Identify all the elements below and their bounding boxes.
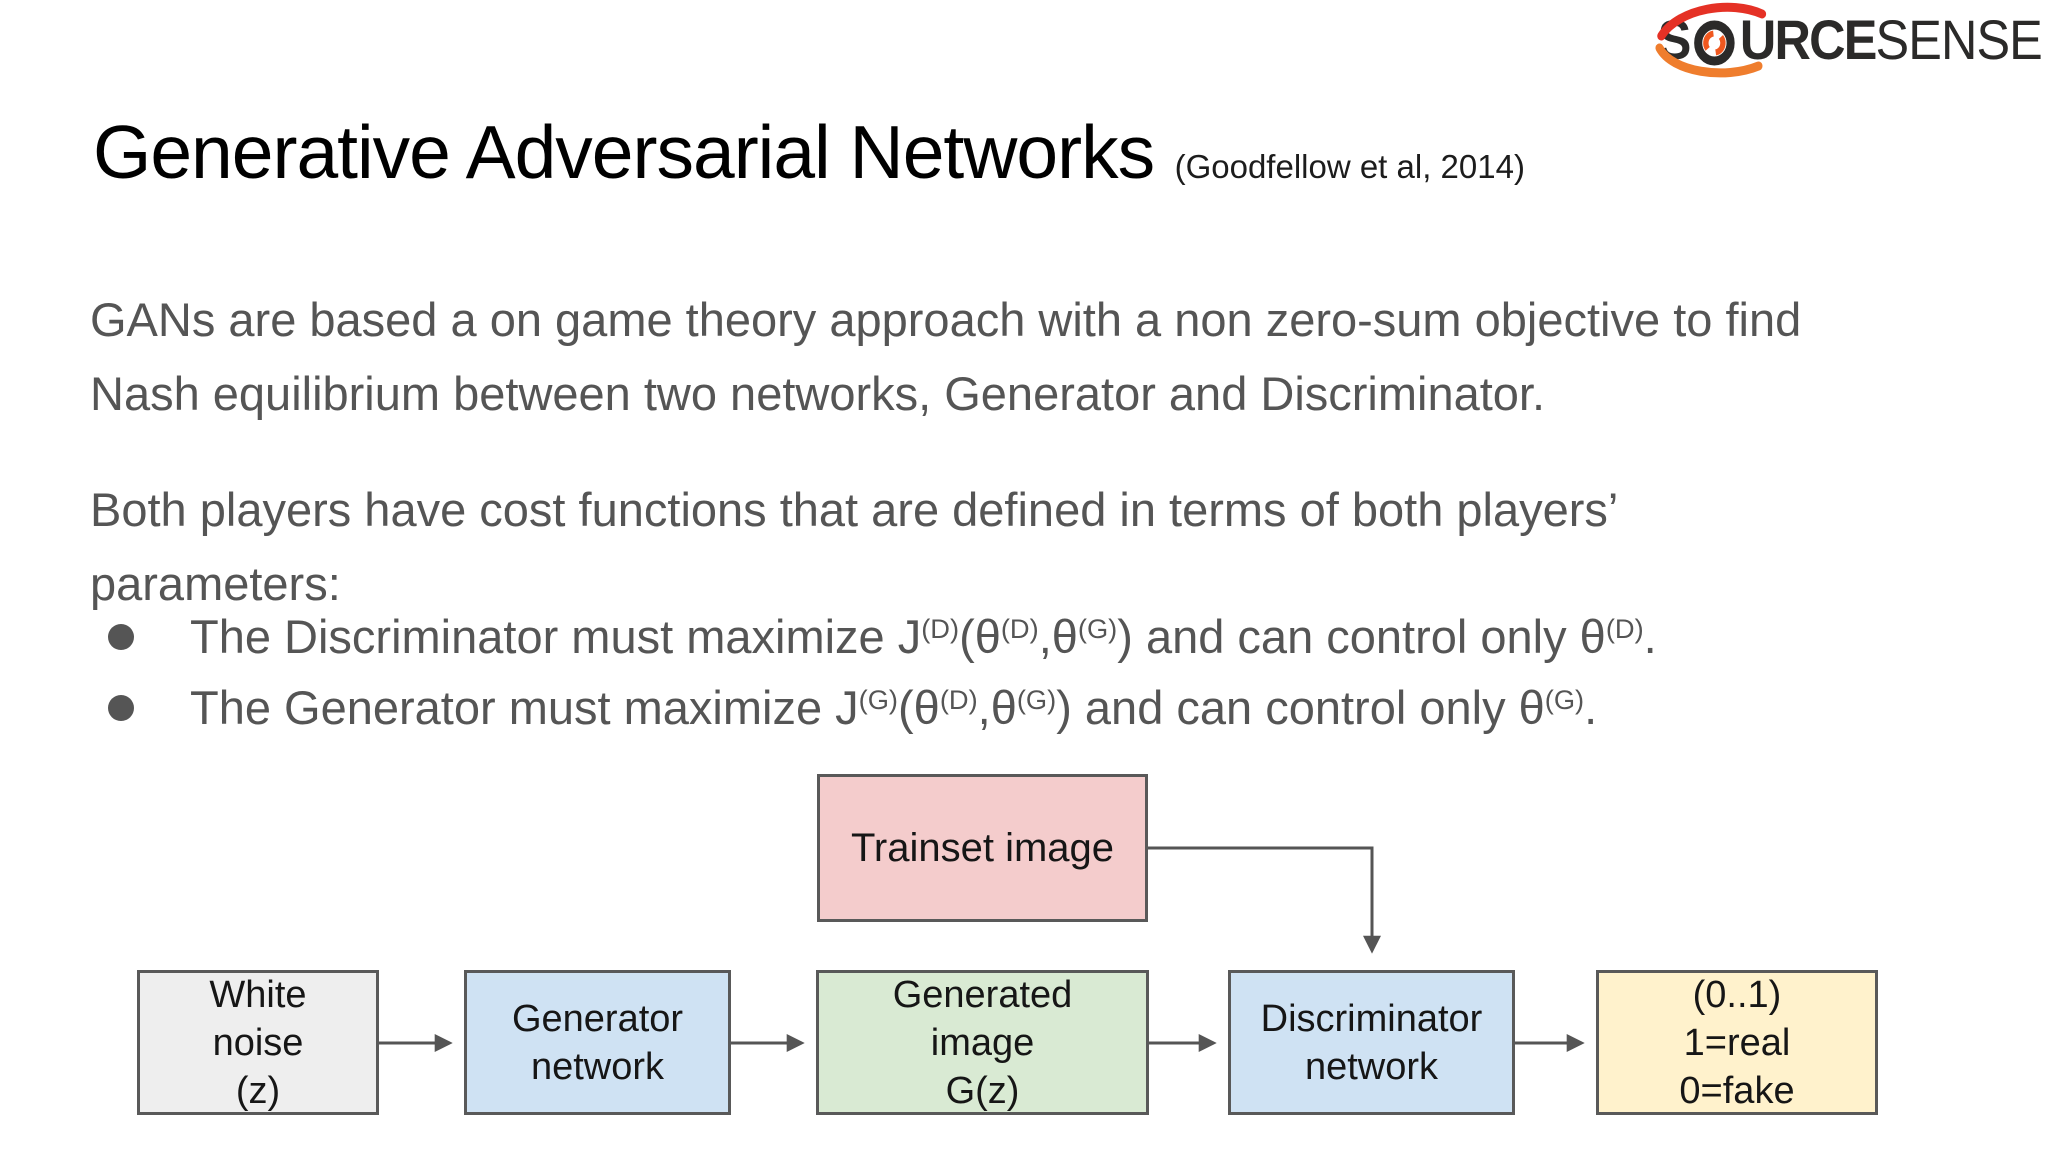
trainset-image-box: Trainset image xyxy=(817,774,1148,922)
title-row: Generative Adversarial Networks (Goodfel… xyxy=(93,104,1525,200)
logo-text-urce: URCE xyxy=(1740,8,1877,71)
box-label-line: (z) xyxy=(235,1069,281,1112)
box-label: Trainset image xyxy=(850,826,1115,870)
box-label-line: 1=real xyxy=(1683,1021,1791,1064)
paragraph-line: GANs are based a on game theory approach… xyxy=(90,293,1802,346)
title-annotation: (Goodfellow et al, 2014) xyxy=(1174,148,1525,185)
paragraph-line: parameters: xyxy=(90,557,341,610)
bullet-item-discriminator: The Discriminator must maximize J(D)(θ(D… xyxy=(90,601,1657,672)
box-label-line: Generated xyxy=(892,973,1073,1016)
logo-o-inner-swirl xyxy=(1703,30,1727,56)
arrow-trainset-to-discriminator xyxy=(1148,846,1381,954)
generated-image-box: Generated image G(z) xyxy=(816,970,1149,1115)
logo-text-sense: SENSE xyxy=(1875,8,2043,71)
box-label-line: image xyxy=(930,1021,1035,1064)
bullet-dot-icon xyxy=(108,624,134,650)
output-score-box: (0..1) 1=real 0=fake xyxy=(1596,970,1878,1115)
logo-o-svg xyxy=(1694,20,1736,66)
bullet-text: The Generator must maximize J(G)(θ(D),θ(… xyxy=(190,681,1598,734)
paragraph-intro: GANs are based a on game theory approach… xyxy=(90,283,1801,431)
discriminator-network-box: Discriminator network xyxy=(1228,970,1515,1115)
box-label-line: 0=fake xyxy=(1679,1069,1795,1112)
paragraph-line: Nash equilibrium between two networks, G… xyxy=(90,367,1546,420)
bullet-dot-icon xyxy=(108,695,134,721)
logo-text-s: S xyxy=(1657,8,1692,71)
box-label-line: noise xyxy=(212,1021,304,1064)
box-label-line: network xyxy=(530,1045,665,1088)
generator-network-box: Generator network xyxy=(464,970,731,1115)
page-title: Generative Adversarial Networks xyxy=(93,110,1155,194)
paragraph-line: Both players have cost functions that ar… xyxy=(90,483,1619,536)
bullet-item-generator: The Generator must maximize J(G)(θ(D),θ(… xyxy=(90,672,1657,743)
box-label-line: Generator xyxy=(511,997,684,1040)
box-label-line: network xyxy=(1304,1045,1439,1088)
sourcesense-wordmark: S URCE SENSE xyxy=(1655,2,2043,78)
box-label-line: Discriminator xyxy=(1260,997,1483,1040)
box-label-line: White xyxy=(209,973,307,1016)
white-noise-box: White noise (z) xyxy=(137,970,379,1115)
box-label-line: G(z) xyxy=(945,1069,1020,1112)
bullet-text: The Discriminator must maximize J(D)(θ(D… xyxy=(190,610,1657,663)
bullet-list: The Discriminator must maximize J(D)(θ(D… xyxy=(90,601,1657,743)
box-label-line: (0..1) xyxy=(1692,973,1782,1016)
paragraph-cost-functions: Both players have cost functions that ar… xyxy=(90,473,1618,621)
logo-o-swirl-icon xyxy=(1655,2,1767,78)
sourcesense-logo: S URCE SENSE xyxy=(1655,2,2043,78)
